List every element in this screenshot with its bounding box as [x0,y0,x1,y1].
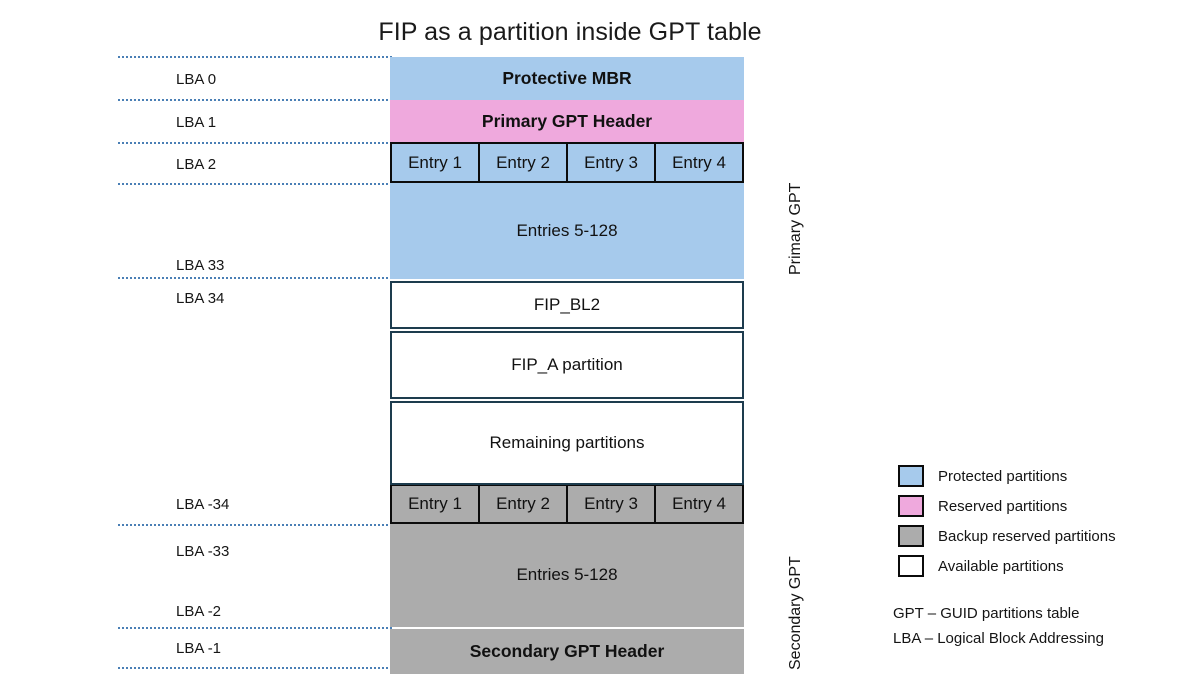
guide-line-0 [118,56,392,58]
legend-item: Available partitions [898,551,1116,581]
legend-item-label: Reserved partitions [938,497,1068,515]
guide-line-1 [118,99,392,101]
legend-item: Backup reserved partitions [898,521,1116,551]
legend-item: Reserved partitions [898,491,1116,521]
legend-swatch-icon [898,525,924,547]
guide-line-3 [118,183,392,185]
gpt-entry-cell: Entry 3 [568,144,656,181]
gpt-entry-cell: Entry 1 [392,144,480,181]
guide-line-6 [118,627,392,629]
legend-swatch-icon [898,495,924,517]
gpt-entry-cell: Entry 2 [480,486,568,522]
legend-item-label: Protected partitions [938,467,1068,485]
legend-swatch-icon [898,465,924,487]
lba-label: LBA 0 [176,71,217,88]
guide-line-5 [118,524,392,526]
lba-label: LBA 33 [176,257,225,274]
guide-line-7 [118,667,392,669]
legend-item: Protected partitions [898,461,1116,491]
secondary-gpt-header: Secondary GPT Header [390,629,744,674]
secondary-gpt-bracket-label: Secondary GPT [787,556,804,670]
gpt-entry-cell: Entry 4 [656,486,744,522]
legend-item-label: Backup reserved partitions [938,527,1116,545]
gpt-entry-cell: Entry 4 [656,144,744,181]
legend-swatch-icon [898,555,924,577]
fip-bl2-partition: FIP_BL2 [390,281,744,329]
protective-mbr: Protective MBR [390,57,744,100]
remaining-partitions: Remaining partitions [390,401,744,485]
lba-label: LBA 34 [176,290,225,307]
lba-label: LBA 1 [176,114,217,131]
gpt-entry-cell: Entry 2 [480,144,568,181]
primary-entries-rest: Entries 5-128 [390,182,744,279]
page-title: FIP as a partition inside GPT table [378,18,762,46]
gpt-entry-cell: Entry 1 [392,486,480,522]
guide-line-4 [118,277,392,279]
fip-a-partition: FIP_A partition [390,331,744,399]
legend-item-label: Available partitions [938,557,1064,575]
secondary-entries-rest: Entries 5-128 [390,523,744,627]
primary-gpt-header: Primary GPT Header [390,100,744,142]
lba-label: LBA -34 [176,496,230,513]
lba-label: LBA 2 [176,156,217,173]
abbreviation-note: LBA – Logical Block Addressing [893,630,1104,647]
guide-line-2 [118,142,392,144]
lba-label: LBA -33 [176,543,230,560]
lba-label: LBA -1 [176,640,222,657]
primary-gpt-bracket-label: Primary GPT [787,182,804,275]
lba-label: LBA -2 [176,603,222,620]
abbreviation-note: GPT – GUID partitions table [893,605,1080,622]
gpt-entry-cell: Entry 3 [568,486,656,522]
